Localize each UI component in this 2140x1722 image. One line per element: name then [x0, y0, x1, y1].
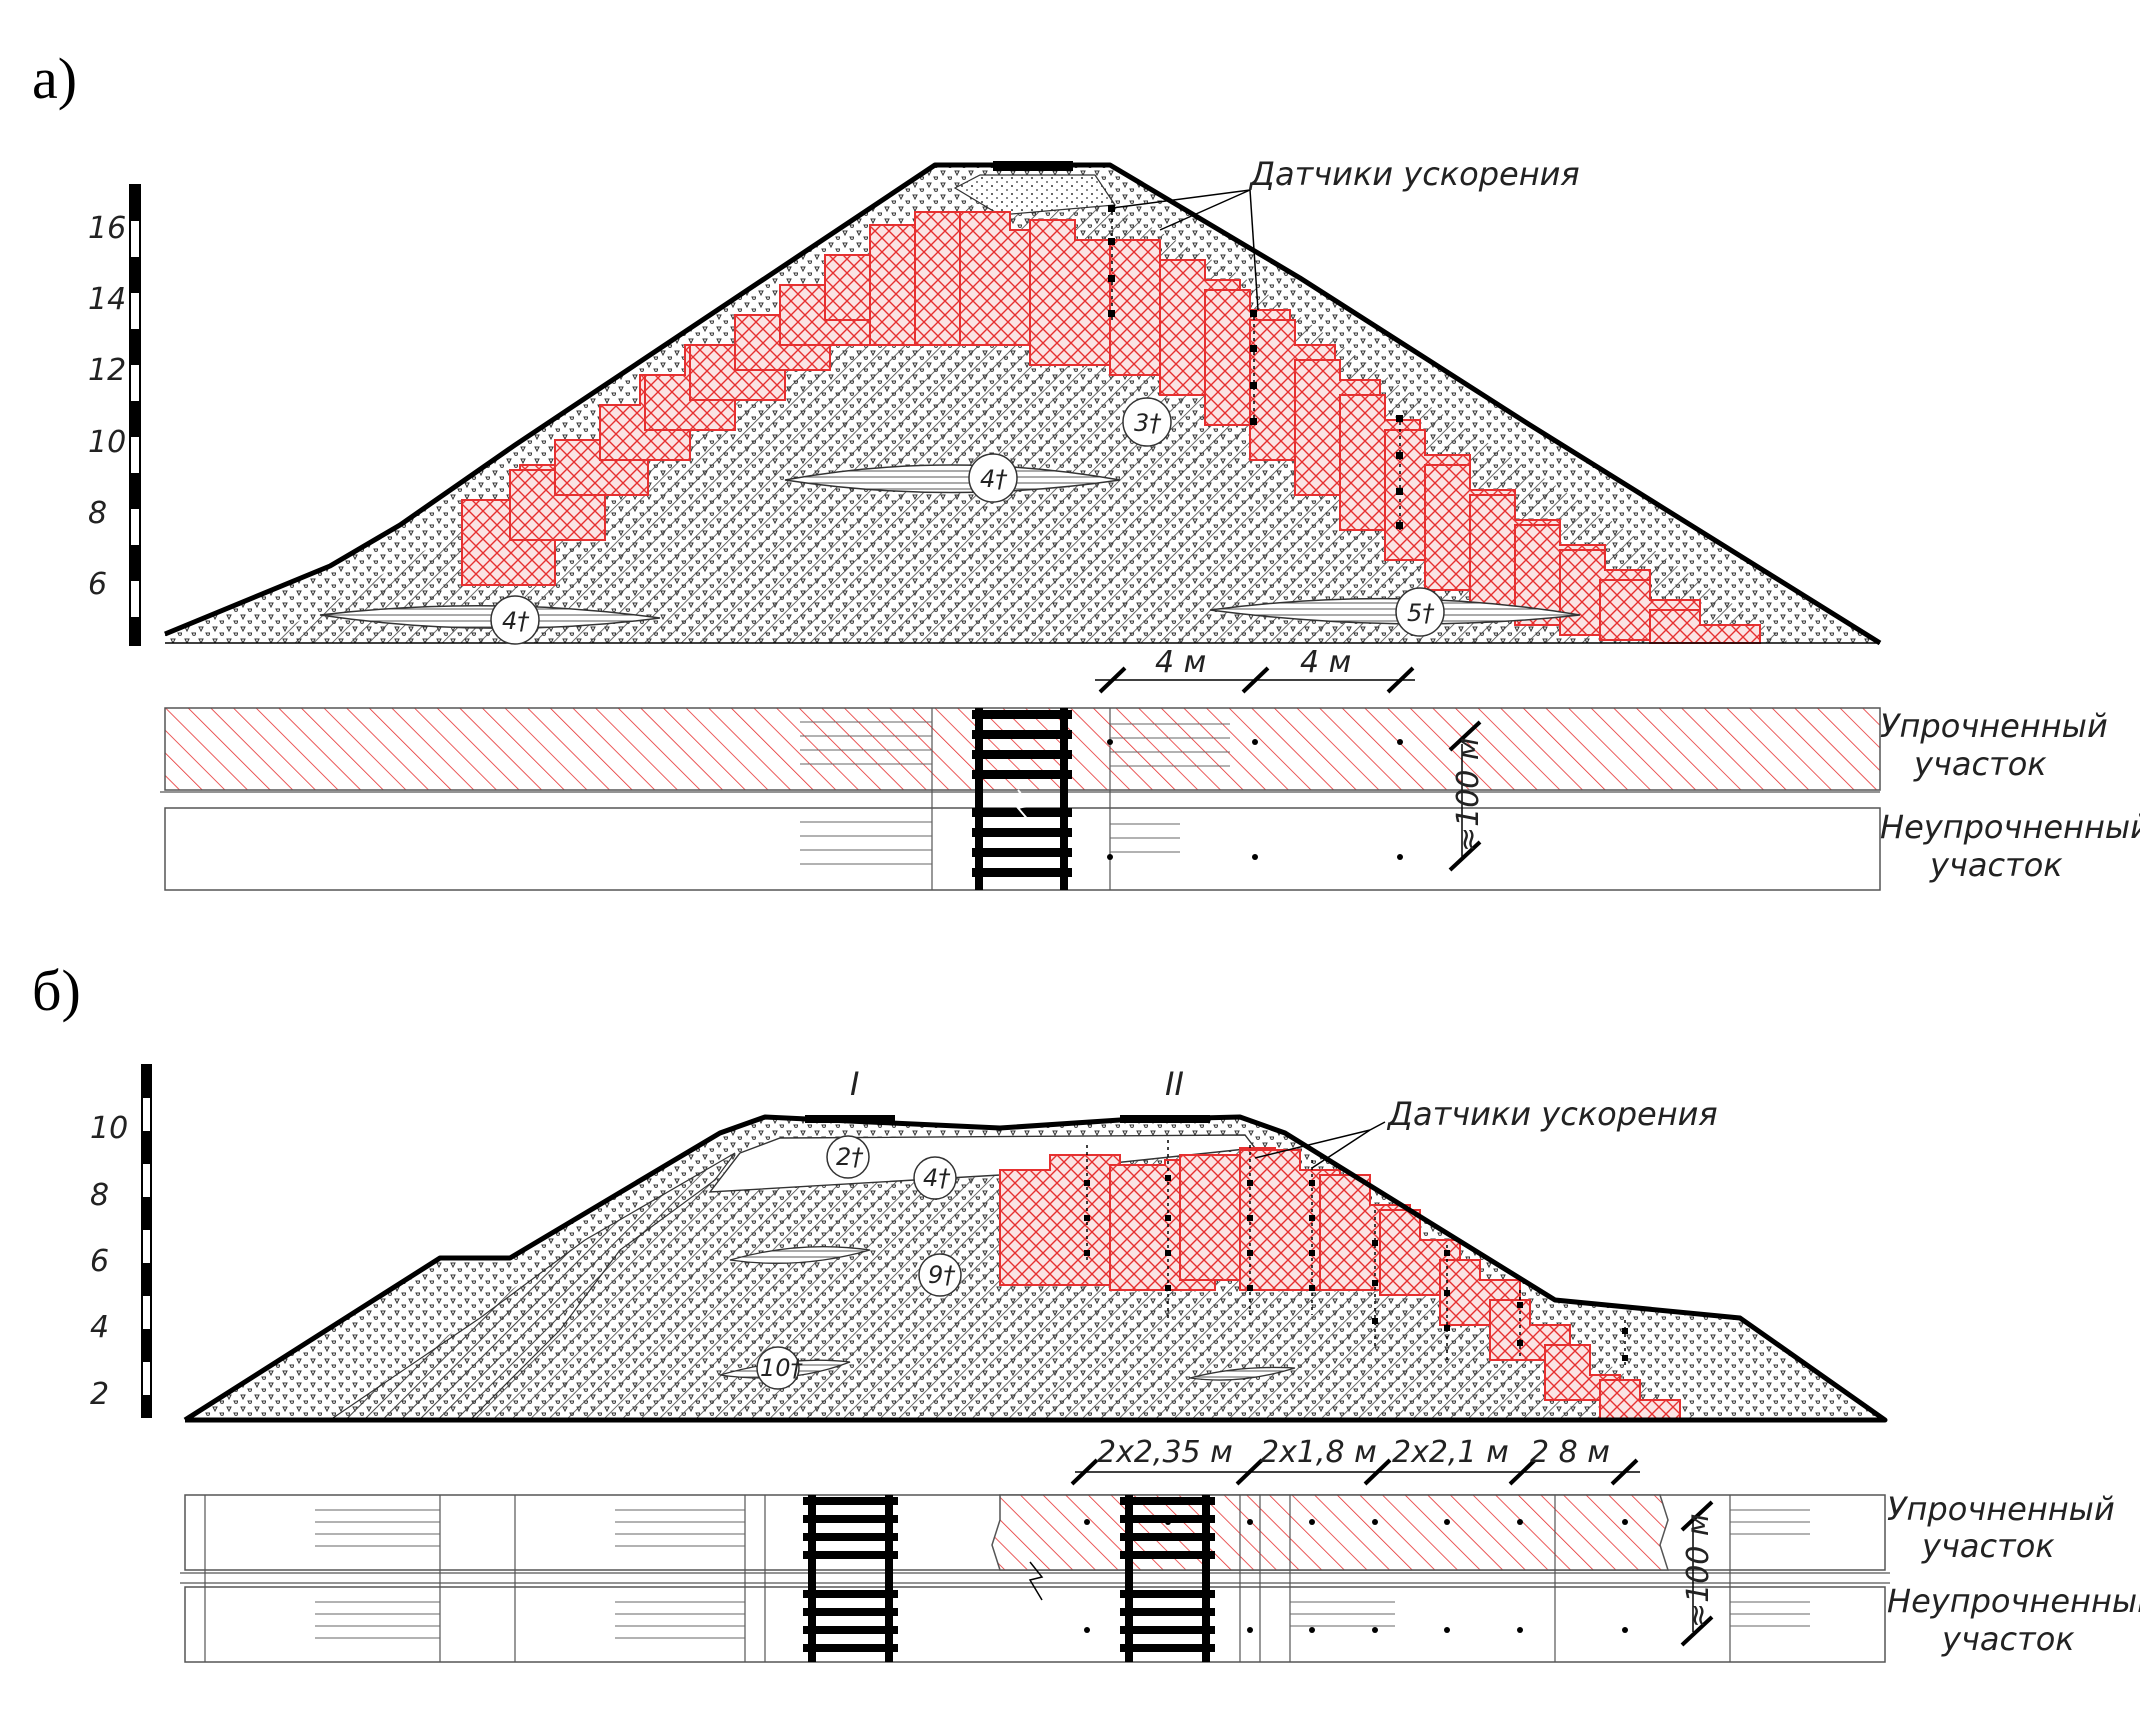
- rail-track-i: [805, 1115, 895, 1123]
- svg-text:10†: 10†: [760, 1354, 804, 1382]
- reinforced-label: Упрочненный: [1887, 1490, 2115, 1528]
- track-label-ii: II: [1165, 1065, 1184, 1103]
- svg-text:5†: 5†: [1407, 599, 1435, 627]
- soil-label: 4†: [968, 453, 1018, 503]
- track-label-i: I: [850, 1065, 859, 1103]
- svg-text:4†: 4†: [980, 465, 1008, 493]
- railway-track: [972, 708, 1072, 890]
- soil-label: 5†: [1395, 587, 1445, 637]
- unreinforced-label: участок: [1941, 1620, 2075, 1658]
- panel-b-letter: б): [32, 958, 81, 1023]
- soil-label: 3†: [1122, 397, 1172, 447]
- dimension-label: 2 8 м: [1530, 1435, 1610, 1470]
- svg-text:3†: 3†: [1134, 409, 1162, 437]
- scale-tick-label: 4: [90, 1310, 109, 1345]
- sensors-label: Датчики ускорения: [1386, 1095, 1718, 1133]
- embankment-outline: [164, 162, 1882, 646]
- length-label: ≈100 м: [1451, 737, 1486, 852]
- panel-a-letter: а): [32, 46, 77, 111]
- panel-b-plan: ≈100 м Упрочненный участок Неупрочненный…: [180, 1490, 2140, 1663]
- soil-lens: [1189, 1366, 1296, 1381]
- scale-tick-label: 12: [88, 353, 126, 388]
- reinforced-label: участок: [1921, 1527, 2055, 1565]
- reinforcement-zones-right: [1109, 239, 1761, 644]
- dimension-label: 4 м: [1300, 645, 1351, 680]
- svg-text:4†: 4†: [502, 607, 530, 635]
- panel-a-scale-bar: [129, 184, 141, 646]
- reinforcement-zone: [999, 1154, 1121, 1286]
- embankment-outline: [183, 1114, 1888, 1423]
- soil-lens: [1209, 597, 1581, 625]
- panel-b-scale-labels: 10 8 6 4 2: [90, 1111, 128, 1412]
- svg-text:4†: 4†: [923, 1164, 951, 1192]
- reinforced-label: Упрочненный: [1880, 707, 2108, 745]
- scale-tick-label: 14: [88, 282, 126, 317]
- sensor-columns: [1084, 1140, 1628, 1365]
- scale-tick-label: 16: [88, 211, 126, 246]
- sensors-label: Датчики ускорения: [1248, 155, 1580, 193]
- soil-label: 4†: [490, 595, 540, 645]
- panel-b-embankment: I II 2† 4† 9† 10†: [183, 1065, 1888, 1423]
- soil-lens: [784, 464, 1121, 494]
- sensor-column: [1250, 310, 1257, 425]
- scale-tick-label: 8: [90, 1178, 109, 1213]
- sensor-points: [1084, 1519, 1628, 1633]
- reinforced-strip: [991, 1494, 1670, 1571]
- sensors-callout: Датчики ускорения: [1254, 1095, 1718, 1169]
- soil-label: 9†: [918, 1253, 962, 1297]
- soil-lens: [319, 604, 661, 630]
- scale-tick-label: 8: [88, 496, 107, 531]
- soil-label: 10†: [756, 1346, 804, 1390]
- scale-tick-label: 10: [88, 425, 126, 460]
- sensor-column: [1396, 415, 1403, 530]
- length-label: ≈100 м: [1681, 1513, 1716, 1628]
- soil-lens: [729, 1246, 871, 1264]
- panel-b-dimensions: 2х2,35 м 2х1,8 м 2х2,1 м 2 8 м: [1070, 1435, 1640, 1486]
- scale-tick-label: 2: [90, 1377, 109, 1412]
- scale-tick-label: 10: [90, 1111, 128, 1146]
- dimension-label: 2х1,8 м: [1260, 1435, 1377, 1470]
- railway-track-i: [803, 1495, 898, 1662]
- sensor-column: [1108, 205, 1115, 320]
- panel-a-embankment: 3† 4† 4† 5†: [164, 155, 1882, 646]
- svg-text:9†: 9†: [928, 1261, 956, 1289]
- dimension-label: 2х2,1 м: [1392, 1435, 1509, 1470]
- dimension-label: 4 м: [1155, 645, 1206, 680]
- scale-tick-label: 6: [90, 1244, 109, 1279]
- reinforcement-zones-left: [461, 211, 1116, 586]
- panel-a: а) 16 14 12 10 8 6: [32, 46, 2140, 891]
- soil-label: 4†: [913, 1156, 957, 1200]
- panel-b-scale-bar: [141, 1064, 152, 1418]
- panel-a-scale-labels: 16 14 12 10 8 6: [88, 211, 126, 602]
- scale-tick-label: 6: [88, 567, 107, 602]
- rail-track: [993, 161, 1073, 171]
- unreinforced-label: Неупрочненный: [1880, 808, 2140, 846]
- sensor-points: [1107, 739, 1403, 860]
- inclined-old-fill: [328, 1152, 736, 1421]
- panel-a-plan: ≈100 м Упрочненный участок Неупрочненный…: [160, 707, 2140, 891]
- soil-label: 2†: [826, 1135, 870, 1179]
- svg-text:2†: 2†: [836, 1143, 864, 1171]
- rail-track-ii: [1120, 1115, 1210, 1123]
- unreinforced-strip: [184, 1586, 1886, 1663]
- dimension-label: 2х2,35 м: [1097, 1435, 1233, 1470]
- unreinforced-label: участок: [1929, 846, 2063, 884]
- panel-a-dimensions: 4 м 4 м: [1095, 645, 1415, 694]
- panel-b: б) 10 8 6 4 2: [32, 958, 2140, 1663]
- top-sand-layer: [953, 174, 1117, 216]
- unreinforced-label: Неупрочненный: [1887, 1582, 2140, 1620]
- reinforced-label: участок: [1913, 745, 2047, 783]
- reinforcement-zone: [1029, 219, 1116, 366]
- sensors-callout: Датчики ускорения: [1111, 155, 1580, 311]
